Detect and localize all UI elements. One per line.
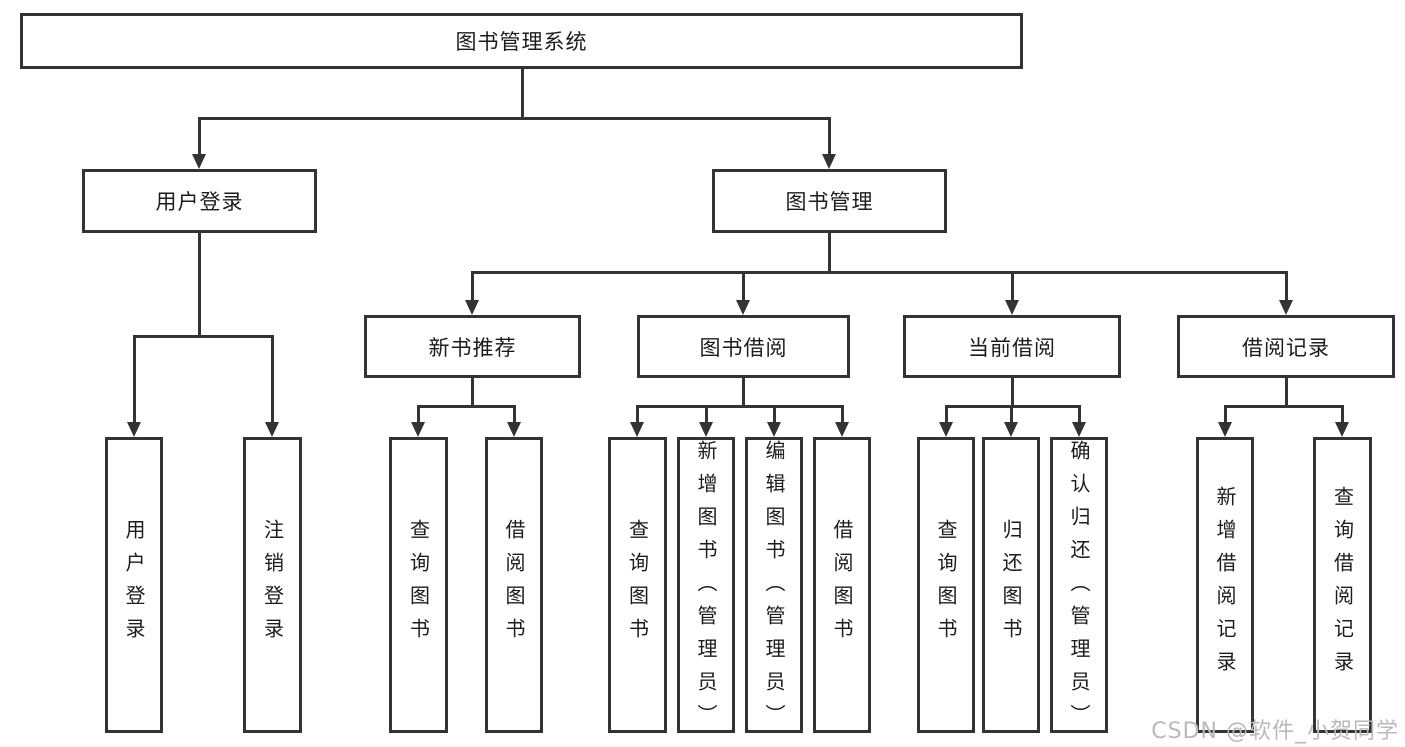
node-label: 图书借阅 — [699, 335, 788, 360]
node-cb-query-books: 查询图书 — [917, 437, 975, 733]
book-management-to-children-bus — [470, 270, 1288, 274]
arrow-down-icon — [265, 422, 279, 437]
arrow-down-icon — [411, 422, 425, 437]
node-label: 图书管理 — [785, 190, 874, 214]
node-bb-query-books: 查询图书 — [608, 437, 667, 733]
book-borrowing-to-children-drop — [635, 406, 639, 426]
node-label: 查询图书 — [934, 519, 958, 651]
node-root: 图书管理系统 — [20, 13, 1023, 69]
borrowing-records-to-children-stem — [1284, 378, 1288, 406]
book-management-to-children-drop — [1284, 272, 1288, 304]
node-label: 当前借阅 — [968, 335, 1056, 360]
node-book-management-module: 图书管理 — [712, 169, 947, 233]
arrow-down-icon — [1279, 300, 1293, 315]
node-bb-borrow-books: 借阅图书 — [813, 437, 871, 733]
book-borrowing-to-children-drop — [704, 406, 708, 426]
arrow-down-icon — [127, 422, 141, 437]
root-to-level2-drop — [197, 118, 201, 158]
watermark: CSDN @软件_小贺同学 — [1151, 719, 1399, 744]
arrow-down-icon — [699, 422, 713, 437]
node-label: 新增借阅记录 — [1213, 486, 1237, 684]
node-nb-query-books: 查询图书 — [389, 437, 448, 733]
node-label: 新增图书（管理员） — [694, 440, 718, 737]
node-new-book-recommend: 新书推荐 — [364, 315, 581, 378]
node-bb-add-books-admin: 新增图书（管理员） — [677, 437, 735, 737]
node-cb-confirm-return-admin: 确认归还（管理员） — [1050, 437, 1108, 737]
arrow-down-icon — [939, 422, 953, 437]
book-management-to-children-stem — [827, 233, 831, 272]
node-label: 查询图书 — [625, 519, 650, 651]
borrowing-records-to-children-drop — [1340, 406, 1344, 426]
arrow-down-icon — [1005, 300, 1019, 315]
node-bb-edit-books-admin: 编辑图书（管理员） — [745, 437, 803, 737]
node-label: 用户登录 — [122, 519, 146, 651]
node-current-borrowing: 当前借阅 — [903, 315, 1121, 378]
node-cb-return-books: 归还图书 — [982, 437, 1040, 733]
node-label: 查询借阅记录 — [1330, 486, 1355, 684]
arrow-down-icon — [507, 422, 521, 437]
root-to-level2-drop — [827, 118, 831, 158]
book-borrowing-to-children-drop — [772, 406, 776, 426]
borrowing-records-to-children-drop — [1223, 406, 1227, 426]
arrow-down-icon — [767, 422, 781, 437]
node-label: 借阅图书 — [830, 519, 854, 651]
node-label: 新书推荐 — [428, 335, 517, 360]
user-login-to-children-drop — [132, 336, 136, 426]
current-borrowing-to-children-stem — [1010, 378, 1014, 406]
book-borrowing-to-children-stem — [741, 378, 745, 406]
node-nb-borrow-books: 借阅图书 — [485, 437, 543, 733]
arrow-down-icon — [192, 154, 206, 169]
node-label: 图书管理系统 — [455, 30, 588, 54]
new-book-recommend-to-children-drop — [512, 406, 516, 426]
node-user-login-module: 用户登录 — [82, 169, 317, 233]
arrow-down-icon — [465, 300, 479, 315]
root-to-level2-stem — [520, 69, 524, 118]
book-borrowing-to-children-drop — [840, 406, 844, 426]
node-label: 借阅记录 — [1242, 335, 1330, 360]
node-label: 归还图书 — [999, 519, 1023, 651]
node-label: 查询图书 — [406, 519, 431, 651]
user-login-to-children-drop — [270, 336, 274, 426]
current-borrowing-to-children-drop — [1077, 406, 1081, 426]
arrow-down-icon — [1004, 422, 1018, 437]
current-borrowing-to-children-drop — [1009, 406, 1013, 426]
arrow-down-icon — [1335, 422, 1349, 437]
user-login-to-children-stem — [197, 233, 201, 336]
arrow-down-icon — [736, 300, 750, 315]
current-borrowing-to-children-bus — [944, 404, 1081, 408]
new-book-recommend-to-children-stem — [470, 378, 474, 406]
new-book-recommend-to-children-drop — [416, 406, 420, 426]
node-label: 确认归还（管理员） — [1067, 440, 1091, 737]
node-br-add-record: 新增借阅记录 — [1196, 437, 1254, 733]
arrow-down-icon — [1218, 422, 1232, 437]
book-management-to-children-drop — [470, 272, 474, 304]
new-book-recommend-to-children-bus — [416, 404, 516, 408]
node-user-login-action: 用户登录 — [105, 437, 163, 733]
node-br-query-record: 查询借阅记录 — [1313, 437, 1372, 733]
arrow-down-icon — [630, 422, 644, 437]
book-management-to-children-drop — [1010, 272, 1014, 304]
arrow-down-icon — [1072, 422, 1086, 437]
user-login-to-children-bus — [132, 334, 274, 338]
node-logout-action: 注销登录 — [243, 437, 302, 733]
node-label: 注销登录 — [260, 519, 285, 651]
current-borrowing-to-children-drop — [944, 406, 948, 426]
node-book-borrowing: 图书借阅 — [637, 315, 850, 378]
borrowing-records-to-children-bus — [1223, 404, 1344, 408]
book-borrowing-to-children-bus — [635, 404, 844, 408]
root-to-level2-bus — [197, 116, 831, 120]
arrow-down-icon — [822, 154, 836, 169]
node-label: 编辑图书（管理员） — [762, 440, 786, 737]
arrow-down-icon — [835, 422, 849, 437]
book-management-to-children-drop — [741, 272, 745, 304]
node-label: 借阅图书 — [502, 519, 526, 651]
node-borrowing-records: 借阅记录 — [1177, 315, 1395, 378]
node-label: 用户登录 — [155, 190, 244, 214]
